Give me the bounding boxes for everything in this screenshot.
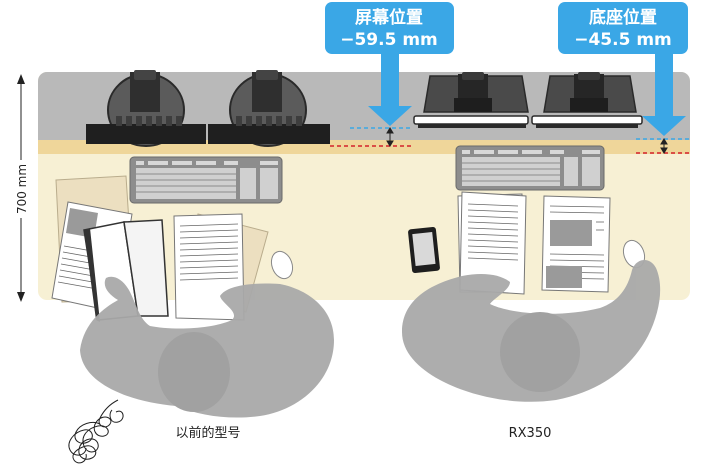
base-offset-arrow (660, 138, 668, 154)
left-monitor-1 (86, 70, 206, 147)
left-caption: 以前的型号 (175, 425, 240, 441)
screen-callout-title: 屏幕位置 (355, 7, 423, 28)
smartphone-icon (408, 226, 440, 274)
base-callout-title: 底座位置 (589, 7, 657, 28)
right-monitor-2 (531, 72, 643, 128)
right-documents (408, 191, 646, 295)
left-person (80, 276, 334, 418)
depth-dimension: 700 mm (12, 74, 30, 302)
tangled-cable-icon (68, 399, 124, 464)
right-monitor-1 (413, 72, 529, 128)
left-mouse (270, 250, 294, 280)
right-keyboard (455, 145, 605, 191)
screen-position-callout: 屏幕位置 −59.5 mm (325, 2, 454, 126)
screen-callout-value: −59.5 mm (340, 30, 438, 50)
base-callout-value: −45.5 mm (574, 30, 672, 50)
left-monitor-2 (208, 70, 330, 147)
right-caption: RX350 (509, 426, 552, 441)
right-person (402, 259, 661, 402)
depth-label: 700 mm (15, 164, 29, 214)
position-guides (330, 127, 690, 154)
base-position-callout: 底座位置 −45.5 mm (558, 2, 688, 136)
left-keyboard (129, 156, 283, 204)
screen-offset-arrow (386, 127, 394, 147)
right-paper-with-photo (541, 195, 611, 293)
